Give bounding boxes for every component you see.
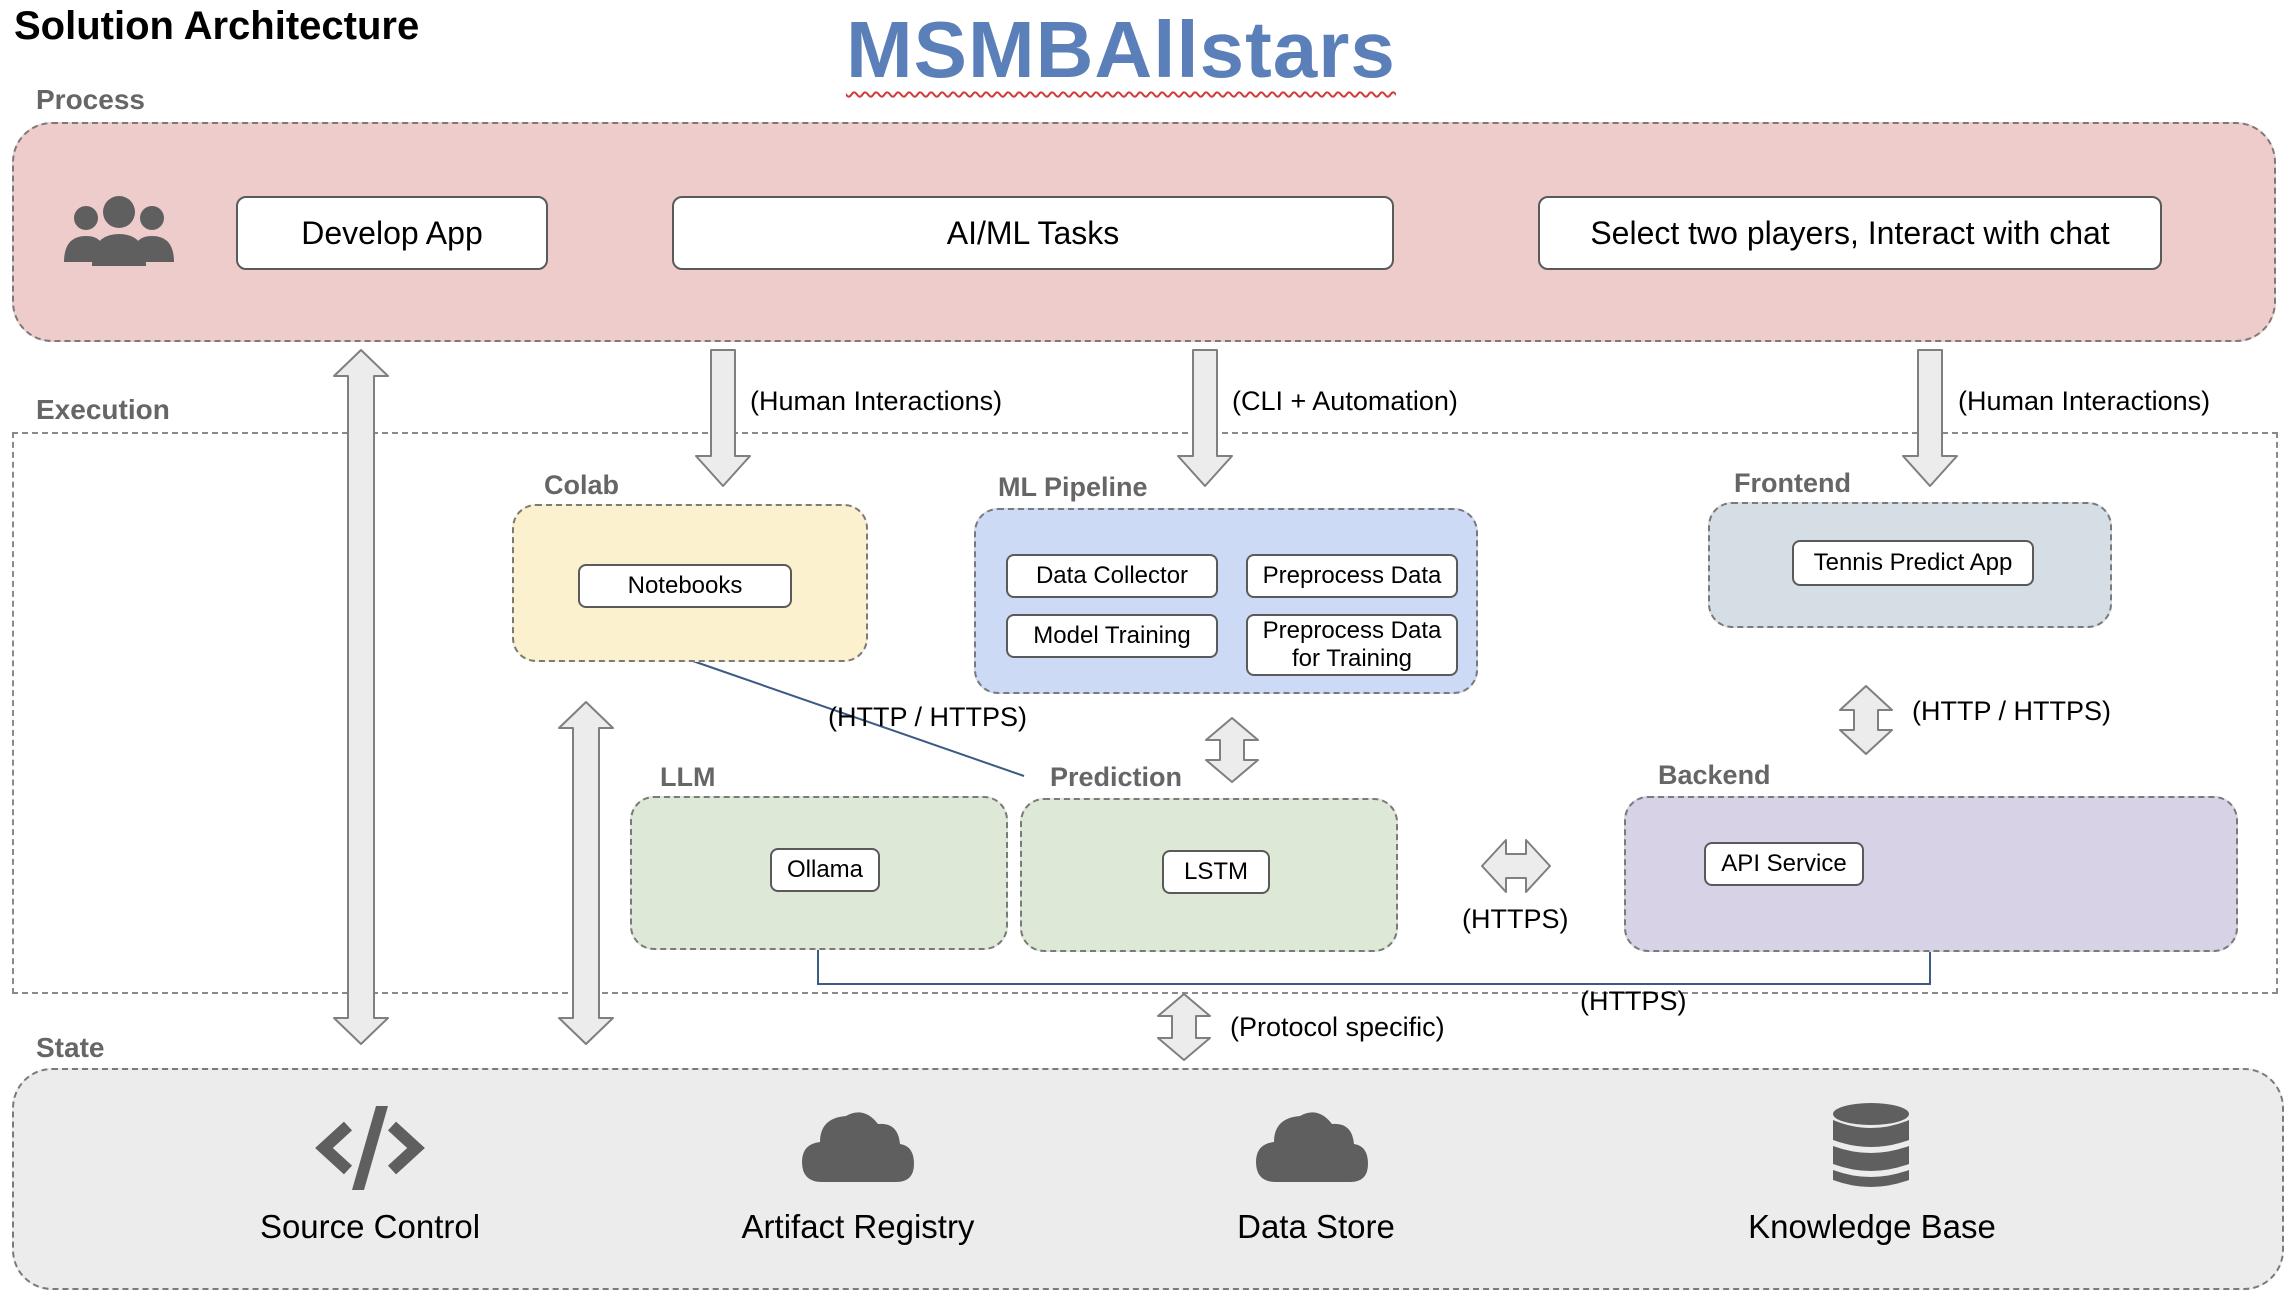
double-arrow-ml-prediction [1205, 717, 1259, 783]
process-step-develop-app: Develop App [236, 196, 548, 270]
down-arrow-ml-pipeline [1177, 349, 1233, 487]
execution-region [12, 432, 2278, 994]
preprocess-data-pill: Preprocess Data [1246, 554, 1458, 598]
line-llm-backend [817, 950, 1931, 985]
page-title: Solution Architecture [14, 4, 420, 48]
label-cli-automation: (CLI + Automation) [1232, 386, 1458, 416]
group-label-backend: Backend [1658, 760, 1771, 790]
cloud-icon [1256, 1112, 1368, 1182]
state-data-store-label: Data Store [1237, 1208, 1395, 1245]
group-label-frontend: Frontend [1734, 468, 1851, 498]
preprocess-training-pill: Preprocess Data for Training [1246, 614, 1458, 676]
state-knowledge-base-label: Knowledge Base [1748, 1208, 1996, 1245]
state-source-control-label: Source Control [259, 1208, 481, 1245]
double-arrow-frontend-backend [1839, 685, 1893, 755]
down-arrow-colab [695, 349, 751, 487]
state-artifact-registry-label: Artifact Registry [741, 1208, 975, 1245]
tennis-predict-app-pill: Tennis Predict App [1792, 540, 2034, 586]
code-icon [315, 1106, 425, 1190]
process-step-select-players: Select two players, Interact with chat [1538, 196, 2162, 270]
group-label-llm: LLM [660, 762, 716, 792]
down-arrow-frontend [1902, 349, 1958, 487]
data-collector-pill: Data Collector [1006, 554, 1218, 598]
brand-title: MSMBAllstars [846, 5, 1396, 94]
label-http-https-frontend: (HTTP / HTTPS) [1912, 696, 2111, 726]
label-https-prediction-backend: (HTTPS) [1462, 904, 1569, 934]
process-step-aiml-tasks: AI/ML Tasks [672, 196, 1394, 270]
section-label-execution: Execution [36, 394, 170, 425]
notebooks-pill: Notebooks [578, 564, 792, 608]
api-service-pill: API Service [1704, 842, 1864, 886]
double-arrow-protocol [1157, 993, 1211, 1061]
users-icon [64, 196, 174, 266]
label-http-https-colab: (HTTP / HTTPS) [828, 702, 1027, 732]
double-arrow-source-control [333, 349, 389, 1045]
ollama-pill: Ollama [770, 848, 880, 892]
double-arrow-prediction-backend [1481, 839, 1551, 893]
label-protocol-specific: (Protocol specific) [1230, 1012, 1445, 1042]
model-training-pill: Model Training [1006, 614, 1218, 658]
label-human-interactions-1: (Human Interactions) [750, 386, 1003, 416]
cloud-icon [802, 1112, 914, 1182]
label-https-llm-backend: (HTTPS) [1580, 986, 1687, 1016]
label-human-interactions-2: (Human Interactions) [1958, 386, 2211, 416]
line-notebooks-lstm [689, 659, 1025, 777]
group-label-colab: Colab [544, 470, 620, 500]
section-label-process: Process [36, 84, 145, 115]
section-label-state: State [36, 1032, 105, 1063]
lstm-pill: LSTM [1162, 850, 1270, 894]
group-label-ml-pipeline: ML Pipeline [998, 472, 1148, 502]
group-label-prediction: Prediction [1050, 762, 1183, 792]
double-arrow-colab-state [558, 701, 614, 1045]
database-icon [1833, 1103, 1909, 1187]
